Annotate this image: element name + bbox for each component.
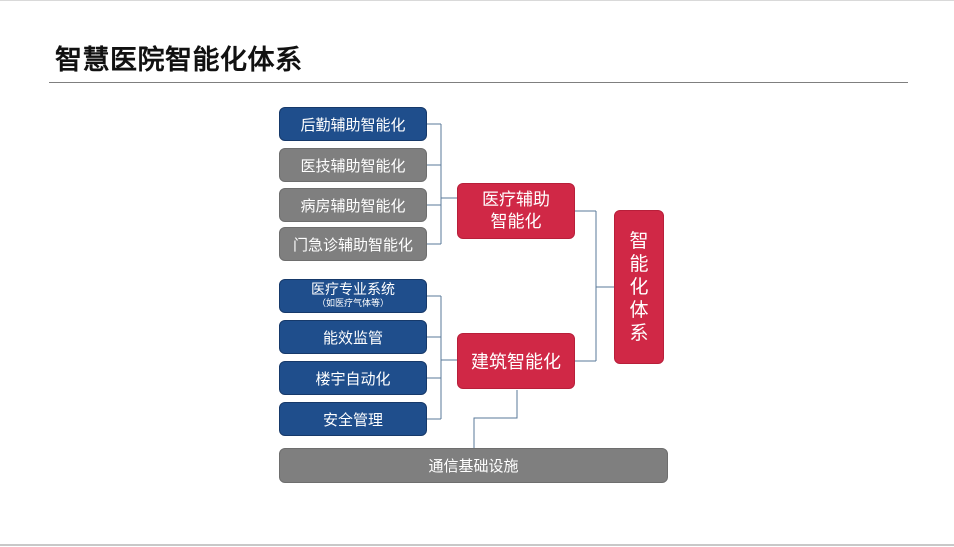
medical-item-logistics: 后勤辅助智能化 bbox=[279, 107, 427, 141]
communication-infrastructure: 通信基础设施 bbox=[279, 448, 668, 483]
medical-hub: 医疗辅助智能化 bbox=[457, 183, 575, 239]
medical-bracket-line bbox=[427, 123, 457, 245]
building-bracket-line bbox=[427, 295, 457, 420]
top-divider bbox=[0, 0, 954, 1]
medical-item-label: 后勤辅助智能化 bbox=[300, 115, 406, 134]
bottom-divider bbox=[0, 544, 954, 546]
medical-item-label: 病房辅助智能化 bbox=[300, 196, 406, 215]
intelligent-system: 智能化体系 bbox=[614, 210, 664, 364]
building-item-label: 能效监管 bbox=[322, 328, 383, 347]
medical-item-label: 医技辅助智能化 bbox=[300, 156, 406, 175]
medical-item-outpatient: 门急诊辅助智能化 bbox=[279, 227, 427, 261]
system-bracket-line bbox=[575, 210, 614, 362]
building-hub-label: 建筑智能化 bbox=[471, 352, 561, 373]
building-hub: 建筑智能化 bbox=[457, 333, 575, 389]
building-item-sublabel: （如医疗气体等） bbox=[316, 299, 389, 309]
foundation-link-line bbox=[473, 390, 518, 448]
building-item-security: 安全管理 bbox=[279, 402, 427, 436]
medical-hub-label: 医疗辅助智能化 bbox=[482, 190, 550, 232]
building-item-label: 安全管理 bbox=[322, 410, 383, 429]
building-item-automation: 楼宇自动化 bbox=[279, 361, 427, 395]
medical-item-label: 门急诊辅助智能化 bbox=[292, 235, 413, 254]
communication-infrastructure-label: 通信基础设施 bbox=[428, 457, 519, 475]
intelligent-system-label: 智能化体系 bbox=[629, 229, 649, 344]
medical-item-technical: 医技辅助智能化 bbox=[279, 148, 427, 182]
building-item-medical-system: 医疗专业系统 （如医疗气体等） bbox=[279, 279, 427, 313]
building-item-label: 医疗专业系统 bbox=[311, 282, 395, 298]
page-title: 智慧医院智能化体系 bbox=[55, 45, 303, 76]
building-item-energy: 能效监管 bbox=[279, 320, 427, 354]
title-underline bbox=[49, 82, 908, 83]
building-item-label: 楼宇自动化 bbox=[315, 369, 391, 388]
medical-item-ward: 病房辅助智能化 bbox=[279, 188, 427, 222]
